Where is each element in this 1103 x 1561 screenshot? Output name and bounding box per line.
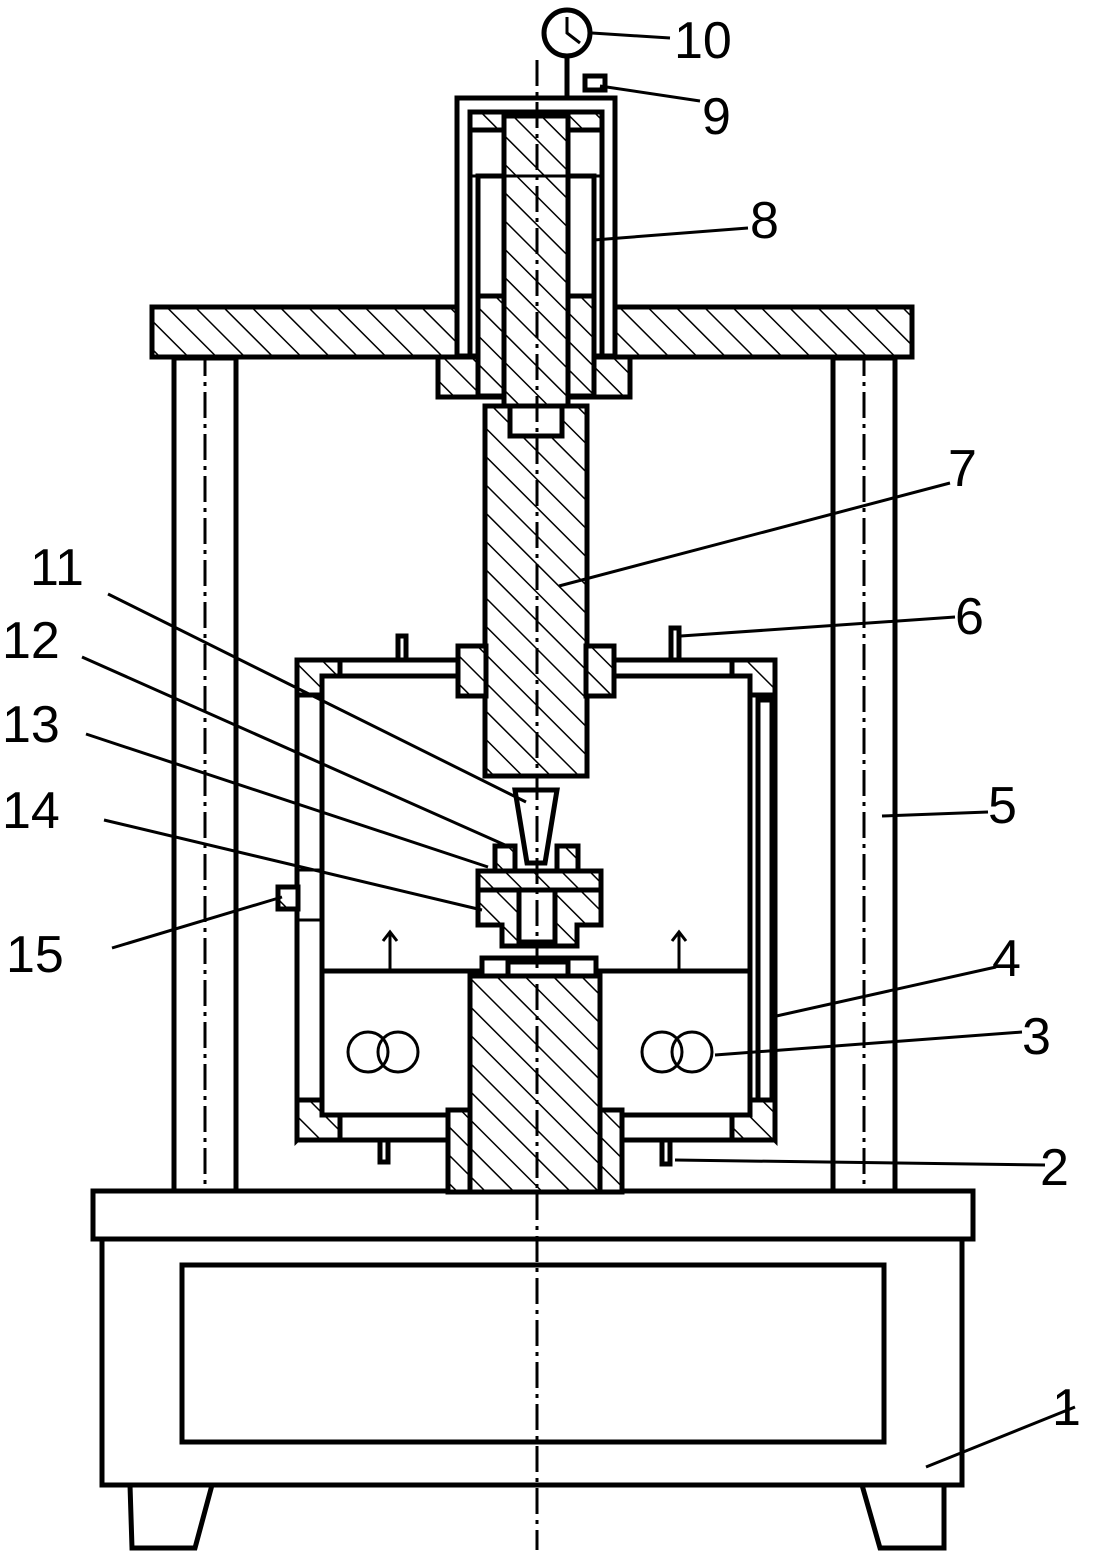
support-columns (171, 350, 898, 1194)
label-1: 1 (1052, 1379, 1081, 1437)
label-5: 5 (988, 777, 1017, 835)
label-3: 3 (1022, 1008, 1051, 1066)
dial-gauge (541, 7, 608, 98)
valves (377, 625, 682, 1167)
label-4: 4 (992, 930, 1021, 988)
specimen-assembly (475, 787, 604, 949)
flow-arrows (381, 929, 688, 971)
label-8: 8 (750, 192, 779, 250)
label-13: 13 (2, 696, 60, 754)
label-9: 9 (702, 88, 731, 146)
heaters (346, 1030, 714, 1074)
part-labels: 1 2 3 4 5 6 7 8 9 10 11 12 13 14 15 (2, 12, 1081, 1437)
label-6: 6 (955, 588, 984, 646)
label-2: 2 (1040, 1139, 1069, 1197)
lower-pedestal (445, 955, 625, 1195)
base-cabinet (90, 1188, 976, 1551)
label-14: 14 (2, 782, 60, 840)
leader-lines (81, 31, 1076, 1469)
label-10: 10 (674, 12, 732, 70)
label-12: 12 (2, 612, 60, 670)
label-15: 15 (6, 926, 64, 984)
label-11: 11 (30, 539, 84, 597)
label-7: 7 (948, 440, 977, 498)
